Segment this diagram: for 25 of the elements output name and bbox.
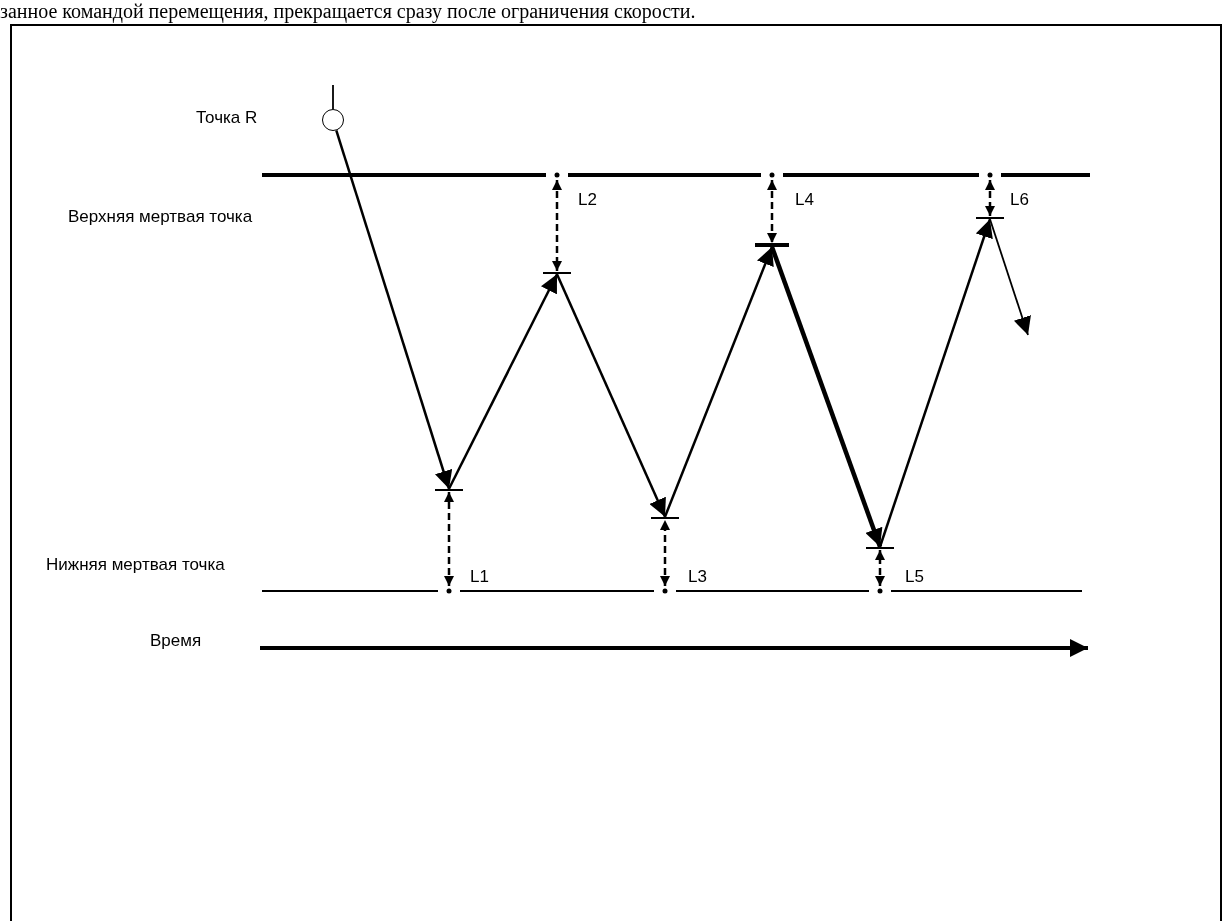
arrow <box>555 273 667 518</box>
line-label: Нижняя мертвая точка <box>46 555 225 575</box>
dimension-label: L2 <box>578 190 597 210</box>
arrow <box>769 246 883 548</box>
position-tick <box>543 271 571 275</box>
dimension-label: L4 <box>795 190 814 210</box>
position-tick <box>651 516 679 520</box>
position-tick <box>976 216 1004 220</box>
point-circle <box>322 109 344 131</box>
caption-text: занное командой перемещения, прекращается сразу после ограничения скорости. <box>0 0 696 23</box>
arrow <box>335 130 453 490</box>
dimension-label: L1 <box>470 567 489 587</box>
axis-label: Время <box>150 631 202 651</box>
arrow <box>663 246 774 518</box>
dimension-label: L5 <box>905 567 924 587</box>
point-label: Точка R <box>196 108 258 128</box>
dimension-label: L6 <box>1010 190 1029 210</box>
arrow <box>989 218 1031 336</box>
arrow <box>878 218 993 548</box>
position-tick <box>435 488 463 492</box>
position-tick <box>866 546 894 550</box>
position-tick <box>755 243 789 247</box>
line-label: Верхняя мертвая точка <box>68 207 253 227</box>
dimension-label: L3 <box>688 567 707 587</box>
arrow <box>447 273 559 490</box>
